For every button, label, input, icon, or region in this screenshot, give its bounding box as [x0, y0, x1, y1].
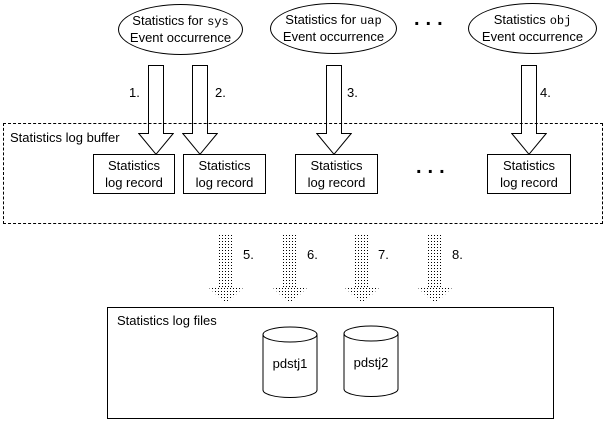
source-prefix: Statistics: [493, 12, 546, 27]
statistics-log-buffer-title: Statistics log buffer: [10, 130, 120, 145]
source-code: sys: [207, 15, 229, 29]
cylinder-shape: [343, 325, 399, 397]
flow-arrow-3: [316, 65, 352, 155]
statistics-log-files-title: Statistics log files: [117, 313, 217, 328]
flow-arrow-2: [182, 65, 218, 155]
log-record-box-4: Statistics log record: [487, 154, 571, 194]
log-record-box-2: Statistics log record: [183, 154, 266, 194]
flow-arrow-4: [511, 65, 547, 155]
ellipsis-records: ...: [416, 156, 451, 178]
log-record-box-3: Statistics log record: [295, 154, 378, 194]
log-record-box-1: Statistics log record: [93, 154, 175, 194]
dotted-arrow-7: [344, 234, 380, 304]
dotted-arrow-head: [272, 287, 308, 304]
ellipsis-top: ...: [414, 8, 449, 30]
dotted-arrow-5: [208, 234, 244, 304]
source-node-label-line2: Event occurrence: [282, 29, 385, 44]
dotted-arrow-head: [344, 287, 380, 304]
cylinder-shape: [262, 326, 318, 398]
arrow-label-1: 1.: [129, 85, 140, 100]
log-record-line1: Statistics: [107, 158, 160, 173]
source-prefix: Statistics for: [285, 12, 357, 27]
arrow-label-3: 3.: [347, 85, 358, 100]
log-record-line1: Statistics: [310, 158, 363, 173]
log-record-line2: log record: [307, 175, 366, 190]
log-record-line2: log record: [195, 175, 254, 190]
source-code: obj: [549, 14, 572, 28]
log-record-line2: log record: [105, 175, 163, 190]
log-record-line1: Statistics: [502, 158, 555, 173]
dotted-arrow-8: [417, 234, 453, 304]
dotted-arrow-6: [272, 234, 308, 304]
log-record-line1: Statistics: [198, 158, 251, 173]
dotted-arrow-shaft: [282, 234, 297, 287]
arrow-label-8: 8.: [452, 247, 463, 262]
dotted-arrow-head: [208, 287, 244, 304]
arrow-label-2: 2.: [215, 85, 226, 100]
source-code: uap: [360, 14, 382, 28]
dotted-arrow-shaft: [218, 234, 233, 287]
arrow-label-5: 5.: [243, 247, 254, 262]
source-node-label-line2: Event occurrence: [481, 29, 584, 44]
dotted-arrow-head: [417, 287, 453, 304]
statistics-log-files-box: Statistics log files: [107, 307, 554, 419]
cylinder-label: pdstj1: [272, 356, 308, 371]
source-prefix: Statistics for: [132, 13, 204, 28]
cylinder-pdstj1: pdstj1: [262, 326, 318, 399]
statistics-log-buffer-box: Statistics log buffer: [3, 123, 603, 224]
cylinder-label: pdstj2: [353, 355, 389, 370]
cylinder-pdstj2: pdstj2: [343, 325, 399, 398]
flow-arrow-1: [138, 65, 174, 155]
log-record-line2: log record: [500, 175, 558, 190]
arrow-label-7: 7.: [378, 247, 389, 262]
source-node-label-line2: Event occurrence: [129, 30, 232, 45]
arrow-label-4: 4.: [540, 85, 551, 100]
dotted-arrow-shaft: [354, 234, 369, 287]
dotted-arrow-shaft: [427, 234, 442, 287]
arrow-label-6: 6.: [307, 247, 318, 262]
